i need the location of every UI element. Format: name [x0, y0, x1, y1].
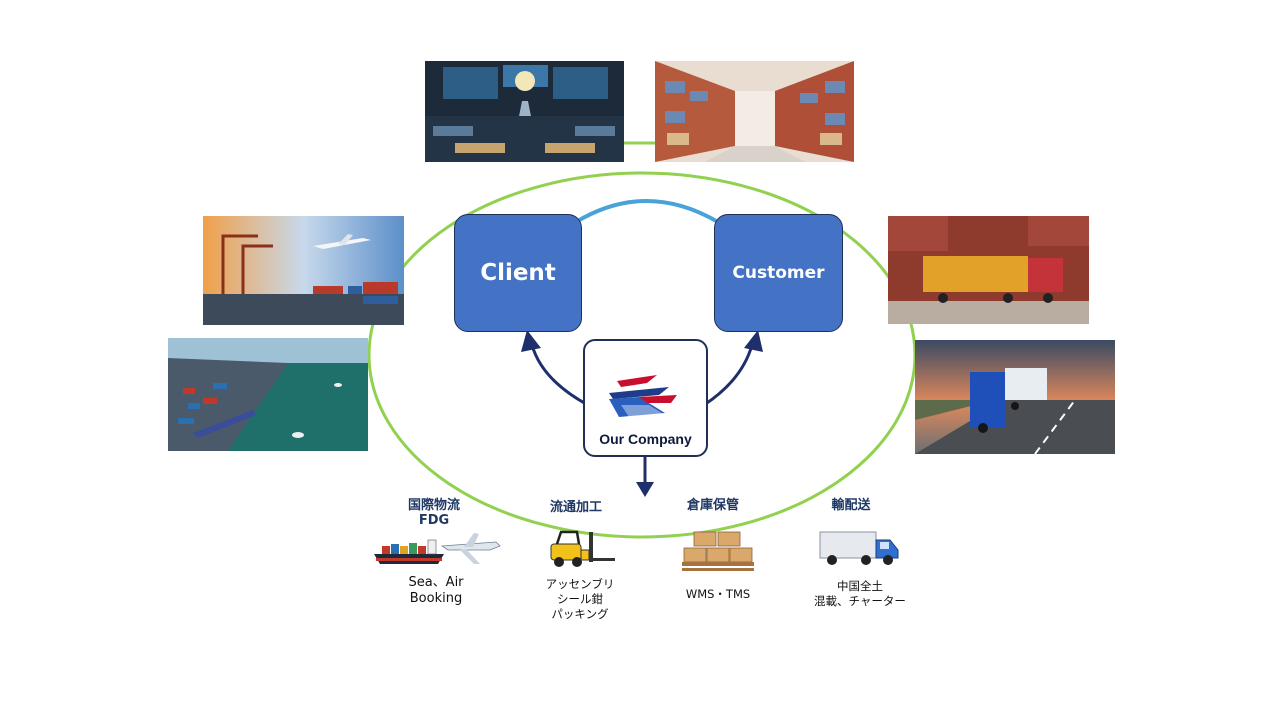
service-desc-line: 混載、チャーター — [814, 594, 906, 608]
service-title-line2: FDG — [418, 513, 450, 528]
ship-plane-icon — [374, 533, 501, 564]
company-label: Our Company — [599, 431, 692, 447]
customer-node: Customer — [714, 214, 843, 332]
arrow-down-head — [636, 482, 654, 497]
service-title-warehousing: 倉庫保管 — [673, 494, 753, 513]
service-title-delivery: 輸配送 — [811, 494, 891, 513]
service-desc-warehousing: WMS・TMS — [668, 587, 768, 602]
company-logo-icon — [609, 375, 677, 417]
arrow-to-client-head — [521, 330, 541, 352]
service-title-line1: 流通加工 — [549, 500, 602, 515]
port-cranes-airplane-photo — [203, 216, 404, 325]
service-title-line1: 倉庫保管 — [686, 498, 739, 513]
client-customer-arc — [574, 199, 720, 224]
service-desc-line: パッキング — [551, 607, 609, 621]
delivery-truck-icon — [819, 531, 899, 565]
our-company-node: Our Company — [583, 339, 708, 457]
service-desc-line: Sea、Air — [408, 575, 464, 590]
service-desc-delivery: 中国全土 混載、チャーター — [800, 579, 920, 609]
service-desc-processing: アッセンブリ シール鉗 パッキング — [530, 577, 630, 622]
warehouse-racks-photo — [655, 61, 854, 162]
arrow-to-customer — [703, 344, 754, 407]
highway-truck-photo — [915, 340, 1115, 454]
service-desc-line: アッセンブリ — [545, 577, 615, 591]
service-title-line1: 輸配送 — [831, 498, 871, 513]
service-desc-line: WMS・TMS — [685, 587, 751, 601]
client-node: Client — [454, 214, 582, 332]
service-desc-line: 中国全土 — [837, 579, 883, 593]
service-desc-line: シール鉗 — [557, 592, 603, 606]
service-title-international: 国際物流 FDG — [388, 494, 480, 528]
pallet-boxes-icon — [682, 531, 754, 571]
service-desc-line: Booking — [409, 591, 463, 606]
container-truck-photo — [888, 216, 1089, 324]
customer-label: Customer — [732, 263, 825, 283]
service-title-line1: 国際物流 — [407, 498, 460, 513]
service-title-processing: 流通加工 — [536, 496, 616, 515]
forklift-icon — [550, 530, 615, 567]
service-desc-international: Sea、Air Booking — [388, 575, 484, 607]
control-center-photo — [425, 61, 624, 162]
arrow-to-client — [530, 344, 589, 407]
arrow-to-customer-head — [744, 330, 763, 352]
client-label: Client — [480, 260, 556, 286]
aerial-port-photo — [168, 338, 368, 451]
